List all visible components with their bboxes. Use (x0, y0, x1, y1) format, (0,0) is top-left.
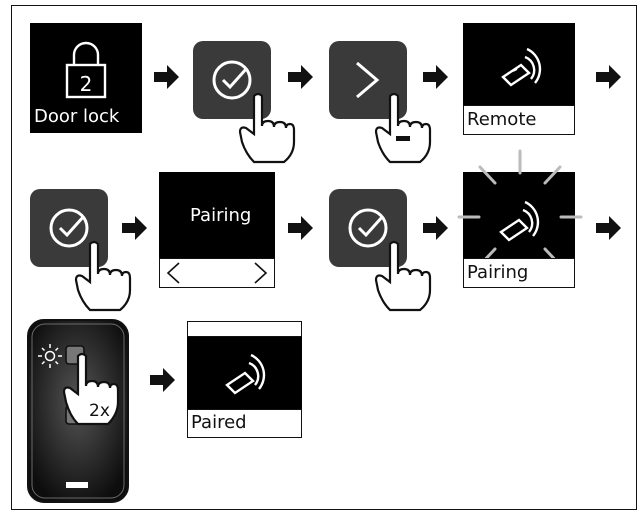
door-lock-panel: 2 Door lock (30, 23, 142, 133)
diagram-frame (11, 5, 637, 510)
arrow-right-icon (122, 216, 147, 240)
pointing-hand-icon (238, 92, 296, 164)
arrow-right-icon (288, 65, 313, 89)
pairing-label: Pairing (190, 205, 252, 226)
paired-label: Paired (191, 412, 247, 433)
pairing-panel (159, 172, 275, 258)
press-count-label: 2x (89, 401, 110, 421)
arrow-right-icon (596, 216, 621, 240)
arrow-right-icon (423, 216, 448, 240)
pairing-blink-label: Pairing (467, 262, 529, 283)
remote-panel (463, 23, 575, 105)
chevron-left-icon[interactable] (164, 261, 184, 285)
door-lock-label: Door lock (34, 106, 120, 127)
chevron-right-icon[interactable] (250, 261, 270, 285)
checkmark-circle-icon (212, 60, 252, 100)
chevron-right-icon (356, 61, 380, 99)
checkmark-circle-icon (49, 208, 89, 248)
remote-control-icon (501, 47, 542, 87)
pointing-hand-icon (374, 92, 432, 164)
arrow-right-icon (423, 65, 448, 89)
pointing-hand-icon (62, 352, 120, 426)
arrow-right-icon (154, 65, 179, 89)
remote-label-bar (463, 105, 575, 135)
remote-control-icon (225, 353, 266, 395)
paired-label-bar (187, 409, 302, 438)
remote-control-icon (499, 200, 540, 242)
pointing-hand-icon (374, 240, 432, 312)
paired-top-bar (187, 321, 302, 337)
arrow-right-icon (150, 368, 175, 392)
pairing-blink-panel (463, 172, 575, 258)
padlock-icon: 2 (65, 41, 107, 99)
arrow-right-icon (596, 65, 621, 89)
checkmark-circle-icon (348, 208, 388, 248)
pointing-hand-icon (74, 240, 132, 312)
arrow-right-icon (288, 216, 313, 240)
remote-label: Remote (467, 109, 537, 130)
pairing-blink-label-bar (463, 258, 575, 288)
svg-text:2: 2 (80, 72, 93, 96)
